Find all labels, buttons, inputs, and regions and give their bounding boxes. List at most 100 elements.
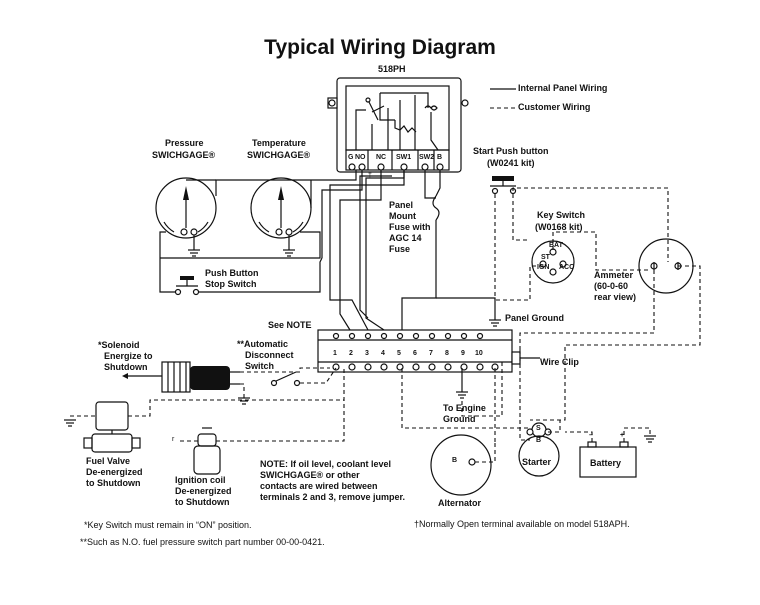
key-switch-label-2: (W0168 kit): [535, 222, 583, 232]
pressure-gauge-label-2: SWICHGAGE®: [152, 150, 216, 160]
terminal-lower-screw: [476, 363, 484, 371]
auto-disconnect-label-3: Switch: [245, 361, 275, 371]
alternator-terminal-b: B: [452, 457, 458, 464]
ammeter-label-1: Ammeter: [594, 270, 634, 280]
stop-switch-label-1: Push Button: [205, 268, 259, 278]
starter-label: Starter: [522, 457, 552, 467]
key-switch-label-1: Key Switch: [537, 210, 586, 220]
push-button-stop-switch-drawing: [174, 276, 200, 296]
terminal-number-9: 9: [461, 350, 465, 357]
wire-clip-label: Wire Clip: [540, 357, 579, 367]
ammeter-drawing: [638, 238, 694, 294]
terminal-number-10: 10: [475, 350, 483, 357]
temperature-gauge-label-1: Temperature: [252, 138, 306, 148]
auto-disconnect-label-2: Disconnect: [245, 350, 294, 360]
panel-terminal-sw1: SW1: [396, 154, 412, 161]
key-switch-ign: IGN: [537, 264, 550, 271]
terminal-upper-screw: [380, 332, 388, 340]
auto-disconnect-label-1: **Automatic: [237, 339, 289, 349]
terminal-number-7: 7: [429, 350, 433, 357]
panel-terminal-b: B: [437, 154, 443, 161]
starter-terminal-s: S: [536, 425, 541, 432]
solenoid-drawing: [122, 361, 240, 393]
terminal-lower-screw: [380, 363, 388, 371]
terminal-number-1: 1: [333, 350, 337, 357]
panel-terminal-sw2: SW2: [419, 154, 435, 161]
note-line-1: NOTE: If oil level, coolant level: [260, 459, 392, 469]
footnote-key-switch: *Key Switch must remain in “ON” position…: [84, 520, 252, 530]
terminal-upper-screw: [348, 332, 356, 340]
see-note-label: See NOTE: [268, 320, 312, 330]
footnote-fuel-pressure: **Such as N.O. fuel pressure switch part…: [80, 537, 325, 547]
legend-internal-label: Internal Panel Wiring: [518, 83, 608, 93]
panel-terminal-g: G: [348, 154, 354, 161]
terminal-lower-screw: [444, 363, 452, 371]
terminal-upper-screw: [396, 332, 404, 340]
fuse-label-5: Fuse: [389, 244, 411, 254]
gauge-ground-symbols: [188, 235, 295, 257]
fuse-label-2: Mount: [389, 211, 416, 221]
start-push-button-drawing: [490, 176, 517, 195]
alternator-label: Alternator: [438, 498, 482, 508]
terminal-number-4: 4: [381, 350, 385, 357]
panel-518ph: [327, 77, 469, 173]
panel-model-label: 518PH: [378, 64, 406, 74]
fuel-valve-label-3: to Shutdown: [86, 478, 141, 488]
fuel-valve-label-2: De-energized: [86, 467, 143, 477]
solenoid-label-1: *Solenoid: [98, 340, 140, 350]
ammeter-label-3: rear view): [594, 292, 637, 302]
ignition-coil-drawing: [193, 427, 221, 475]
engine-ground-label-1: To Engine: [443, 403, 486, 413]
terminal-upper-screw: [428, 332, 436, 340]
key-switch-acc: ACC: [559, 264, 575, 271]
diagram-title: Typical Wiring Diagram: [264, 36, 496, 59]
legend-customer-label: Customer Wiring: [518, 102, 591, 112]
temperature-gauge-label-2: SWICHGAGE®: [247, 150, 311, 160]
battery-plus: +: [620, 432, 625, 439]
fuse-label-4: AGC 14: [389, 233, 422, 243]
panel-fuse-drawing: [432, 195, 440, 221]
terminal-upper-screw: [444, 332, 452, 340]
pressure-gauge-label-1: Pressure: [165, 138, 204, 148]
terminal-number-2: 2: [349, 350, 353, 357]
stop-switch-label-2: Stop Switch: [205, 279, 257, 289]
terminal-upper-screw: [412, 332, 420, 340]
terminal-number-3: 3: [365, 350, 369, 357]
terminal-lower-screw: [364, 363, 372, 371]
fuel-valve-label-1: Fuel Valve: [86, 456, 131, 466]
terminal-upper-screw: [476, 332, 484, 340]
terminal-lower-screw: [428, 363, 436, 371]
start-button-label-1: Start Push button: [473, 146, 549, 156]
ignition-coil-label-3: to Shutdown: [175, 497, 230, 507]
terminal-lower-screw: [348, 363, 356, 371]
pressure-gauge-drawing: [155, 177, 217, 239]
ignition-coil-label-2: De-energized: [175, 486, 232, 496]
battery-label: Battery: [590, 458, 622, 468]
temperature-gauge-drawing: [250, 177, 312, 239]
terminal-number-5: 5: [397, 350, 401, 357]
fuel-valve-drawing: [83, 401, 141, 453]
terminal-upper-screw: [332, 332, 340, 340]
footnote-normally-open: †Normally Open terminal available on mod…: [414, 519, 630, 529]
ignition-coil-terminal-r: r: [172, 436, 175, 443]
terminal-strip-drawing: [317, 329, 540, 373]
terminal-lower-screw: [412, 363, 420, 371]
terminal-upper-screw: [460, 332, 468, 340]
ignition-coil-label-1: Ignition coil: [175, 475, 226, 485]
engine-ground-label-2: Ground: [443, 414, 476, 424]
battery-minus: –: [589, 432, 593, 439]
terminal-number-6: 6: [413, 350, 417, 357]
panel-terminal-no: NO: [355, 154, 366, 161]
starter-terminal-b: B: [536, 437, 542, 444]
note-line-3: contacts are wired between: [260, 481, 378, 491]
panel-dagger: †: [368, 172, 372, 179]
panel-terminal-nc: NC: [376, 154, 387, 161]
ammeter-label-2: (60-0-60: [594, 281, 629, 291]
fuse-label-1: Panel: [389, 200, 414, 210]
automatic-disconnect-switch-drawing: [270, 371, 301, 387]
solenoid-label-2: Energize to: [104, 351, 153, 361]
fuse-label-3: Fuse with: [389, 222, 431, 232]
terminal-number-8: 8: [445, 350, 449, 357]
panel-ground-label: Panel Ground: [505, 313, 565, 323]
